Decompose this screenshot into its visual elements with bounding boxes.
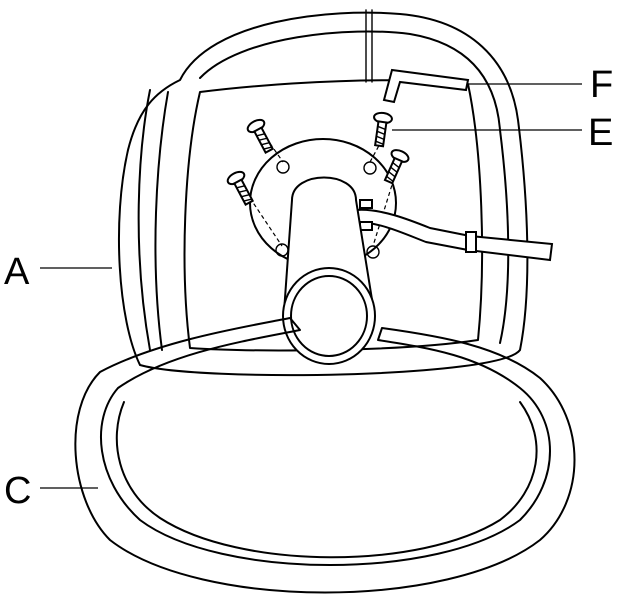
gas-lift-icon: [282, 176, 376, 365]
footrest-ring: [74, 317, 576, 594]
label-e: E: [588, 112, 613, 154]
screw-icon: [246, 118, 275, 154]
lever-icon: [355, 199, 554, 262]
hex-key-icon: [382, 68, 470, 104]
label-a: A: [4, 251, 30, 293]
label-c: C: [4, 470, 31, 512]
screw-icon: [226, 170, 255, 206]
screw-icon: [383, 149, 410, 185]
label-f: F: [590, 64, 613, 106]
screw-icon: [373, 111, 393, 148]
